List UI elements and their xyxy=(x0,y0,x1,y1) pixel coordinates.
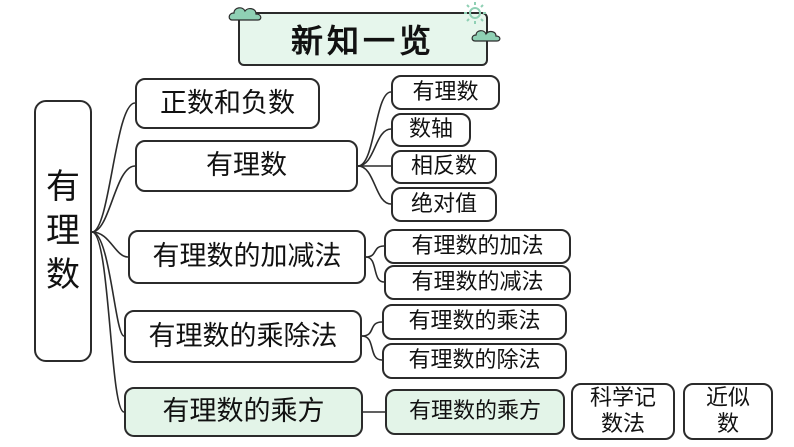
branch-power: 有理数的乘方 xyxy=(124,387,363,437)
branch-label: 正数和负数 xyxy=(160,87,295,119)
leaf-absolute-value: 绝对值 xyxy=(391,187,497,222)
branch-label: 有理数的乘除法 xyxy=(148,320,338,352)
leaf-multiplication: 有理数的乘法 xyxy=(382,304,567,340)
leaf-subtraction: 有理数的减法 xyxy=(384,265,571,300)
branch-mul-div: 有理数的乘除法 xyxy=(124,310,362,363)
branch-positive-negative: 正数和负数 xyxy=(135,78,320,129)
root-char: 数 xyxy=(46,255,80,295)
leaf-power: 有理数的乘方 xyxy=(385,389,565,435)
page-title: 新知一览 xyxy=(290,22,435,60)
branch-rational: 有理数 xyxy=(135,140,358,192)
sun-icon xyxy=(464,2,486,24)
extra-approximate-number: 近似 数 xyxy=(683,383,773,440)
leaf-label: 相反数 xyxy=(410,154,477,180)
leaf-label: 数轴 xyxy=(408,117,453,143)
leaf-label: 有理数的减法 xyxy=(411,269,544,295)
extra-label-line: 科学记 xyxy=(589,386,656,412)
leaf-label: 有理数的乘法 xyxy=(408,309,541,335)
extra-label-line: 数 xyxy=(716,411,739,437)
leaf-label: 有理数的乘方 xyxy=(408,399,541,425)
leaf-rational-number: 有理数 xyxy=(391,75,500,110)
extra-label-line: 近似 xyxy=(705,386,750,412)
branch-label: 有理数 xyxy=(206,150,287,182)
leaf-label: 有理数 xyxy=(412,79,479,105)
branch-label: 有理数的乘方 xyxy=(162,396,325,428)
cloud-icon xyxy=(228,7,262,21)
branch-add-sub: 有理数的加减法 xyxy=(128,230,366,284)
extra-label-line: 数法 xyxy=(600,411,645,437)
leaf-label: 有理数的除法 xyxy=(408,348,541,374)
leaf-label: 有理数的加法 xyxy=(411,233,544,259)
leaf-number-line: 数轴 xyxy=(391,113,471,147)
root-node: 有 理 数 xyxy=(34,100,92,362)
extra-scientific-notation: 科学记 数法 xyxy=(571,383,675,440)
root-char: 理 xyxy=(46,211,80,251)
leaf-label: 绝对值 xyxy=(410,191,477,217)
leaf-addition: 有理数的加法 xyxy=(384,229,571,264)
branch-label: 有理数的加减法 xyxy=(152,241,342,273)
leaf-opposite-number: 相反数 xyxy=(391,150,497,184)
leaf-division: 有理数的除法 xyxy=(382,343,567,379)
root-char: 有 xyxy=(46,167,80,207)
title-banner: 新知一览 xyxy=(238,12,488,66)
cloud-icon xyxy=(471,30,501,42)
